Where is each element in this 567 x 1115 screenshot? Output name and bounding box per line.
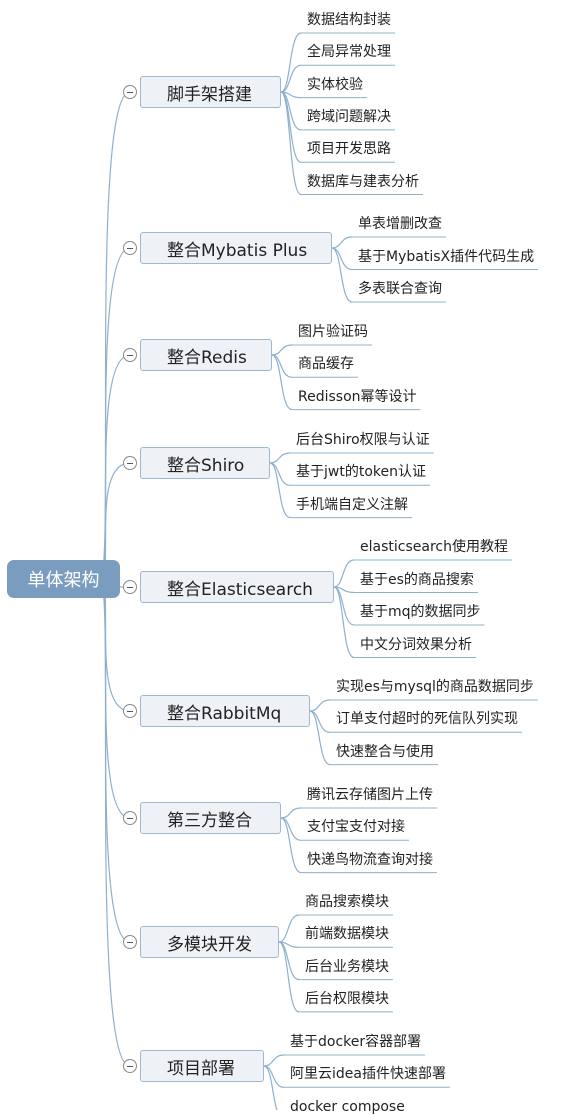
branch-node[interactable]: 整合Redis	[140, 339, 272, 371]
leaf-topic[interactable]: 快递鸟物流查询对接	[307, 851, 433, 868]
leaf-topic[interactable]: 基于docker容器部署	[290, 1034, 422, 1050]
leaf-topic[interactable]: Redisson幂等设计	[298, 388, 417, 405]
leaf-topic[interactable]: docker compose	[290, 1098, 405, 1115]
collapse-icon[interactable]	[123, 935, 137, 949]
leaf-topic[interactable]: 快速整合与使用	[336, 743, 434, 760]
leaf-topic[interactable]: 基于mq的数据同步	[360, 604, 481, 620]
root-label: 单体架构	[27, 570, 100, 591]
leaf-topic[interactable]: 基于jwt的token认证	[296, 464, 426, 481]
leaf-topic[interactable]: elasticsearch使用教程	[360, 539, 508, 555]
leaf-topic[interactable]: 跨域问题解决	[307, 108, 391, 125]
branch-label: 整合Redis	[167, 347, 247, 368]
leaf-topic[interactable]: 前端数据模块	[305, 926, 389, 943]
branch-label: 整合RabbitMq	[167, 703, 282, 724]
collapse-icon[interactable]	[123, 348, 137, 362]
leaf-topic[interactable]: 商品搜索模块	[305, 894, 389, 910]
leaf-topic[interactable]: 项目开发思路	[307, 141, 391, 158]
leaf-topic[interactable]: 多表联合查询	[358, 281, 442, 297]
branch-label: 脚手架搭建	[167, 84, 252, 105]
leaf-topic[interactable]: 图片验证码	[298, 324, 368, 340]
leaf-topic[interactable]: 手机端自定义注解	[296, 496, 408, 513]
branch-node[interactable]: 整合Elasticsearch	[140, 571, 334, 603]
leaf-topic[interactable]: 中文分词效果分析	[360, 636, 472, 653]
branch-label: 整合Mybatis Plus	[167, 240, 308, 261]
leaf-topic[interactable]: 全局异常处理	[307, 44, 391, 61]
branch-node[interactable]: 多模块开发	[140, 926, 279, 958]
branch-node[interactable]: 脚手架搭建	[140, 76, 281, 108]
branch-node[interactable]: 整合Shiro	[140, 447, 270, 479]
collapse-icon[interactable]	[123, 85, 137, 99]
leaf-topic[interactable]: 订单支付超时的死信队列实现	[336, 711, 518, 728]
collapse-icon[interactable]	[123, 1059, 137, 1073]
branch-node[interactable]: 第三方整合	[140, 802, 281, 834]
leaf-topic[interactable]: 基于MybatisX插件代码生成	[358, 248, 535, 265]
branch-label: 整合Elasticsearch	[167, 579, 313, 600]
branch-label: 整合Shiro	[167, 455, 245, 476]
branch-node[interactable]: 项目部署	[140, 1050, 264, 1082]
leaf-topic[interactable]: 数据结构封装	[307, 12, 391, 28]
collapse-icon[interactable]	[123, 580, 137, 594]
leaf-topic[interactable]: 实体校验	[307, 76, 363, 93]
collapse-icon[interactable]	[123, 811, 137, 825]
leaf-topic[interactable]: 阿里云idea插件快速部署	[290, 1066, 446, 1083]
collapse-icon[interactable]	[123, 456, 137, 470]
leaf-topic[interactable]: 腾讯云存储图片上传	[307, 787, 433, 803]
root-node[interactable]: 单体架构	[7, 560, 120, 598]
leaf-topic[interactable]: 支付宝支付对接	[307, 819, 405, 836]
leaf-topic[interactable]: 实现es与mysql的商品数据同步	[336, 679, 534, 695]
collapse-icon[interactable]	[123, 704, 137, 718]
collapse-icon[interactable]	[123, 241, 137, 255]
leaf-topic[interactable]: 后台权限模块	[305, 990, 389, 1007]
leaf-topic[interactable]: 基于es的商品搜索	[360, 571, 474, 588]
leaf-topic[interactable]: 单表增删改查	[358, 216, 442, 232]
branch-label: 多模块开发	[167, 934, 252, 955]
branch-label: 项目部署	[167, 1058, 235, 1079]
branch-node[interactable]: 整合RabbitMq	[140, 695, 310, 727]
leaf-topic[interactable]: 商品缓存	[298, 356, 354, 373]
branch-node[interactable]: 整合Mybatis Plus	[140, 232, 332, 264]
leaf-topic[interactable]: 后台Shiro权限与认证	[296, 432, 430, 448]
leaf-topic[interactable]: 后台业务模块	[305, 958, 389, 975]
leaf-topic[interactable]: 数据库与建表分析	[307, 173, 419, 190]
branch-label: 第三方整合	[167, 810, 252, 831]
